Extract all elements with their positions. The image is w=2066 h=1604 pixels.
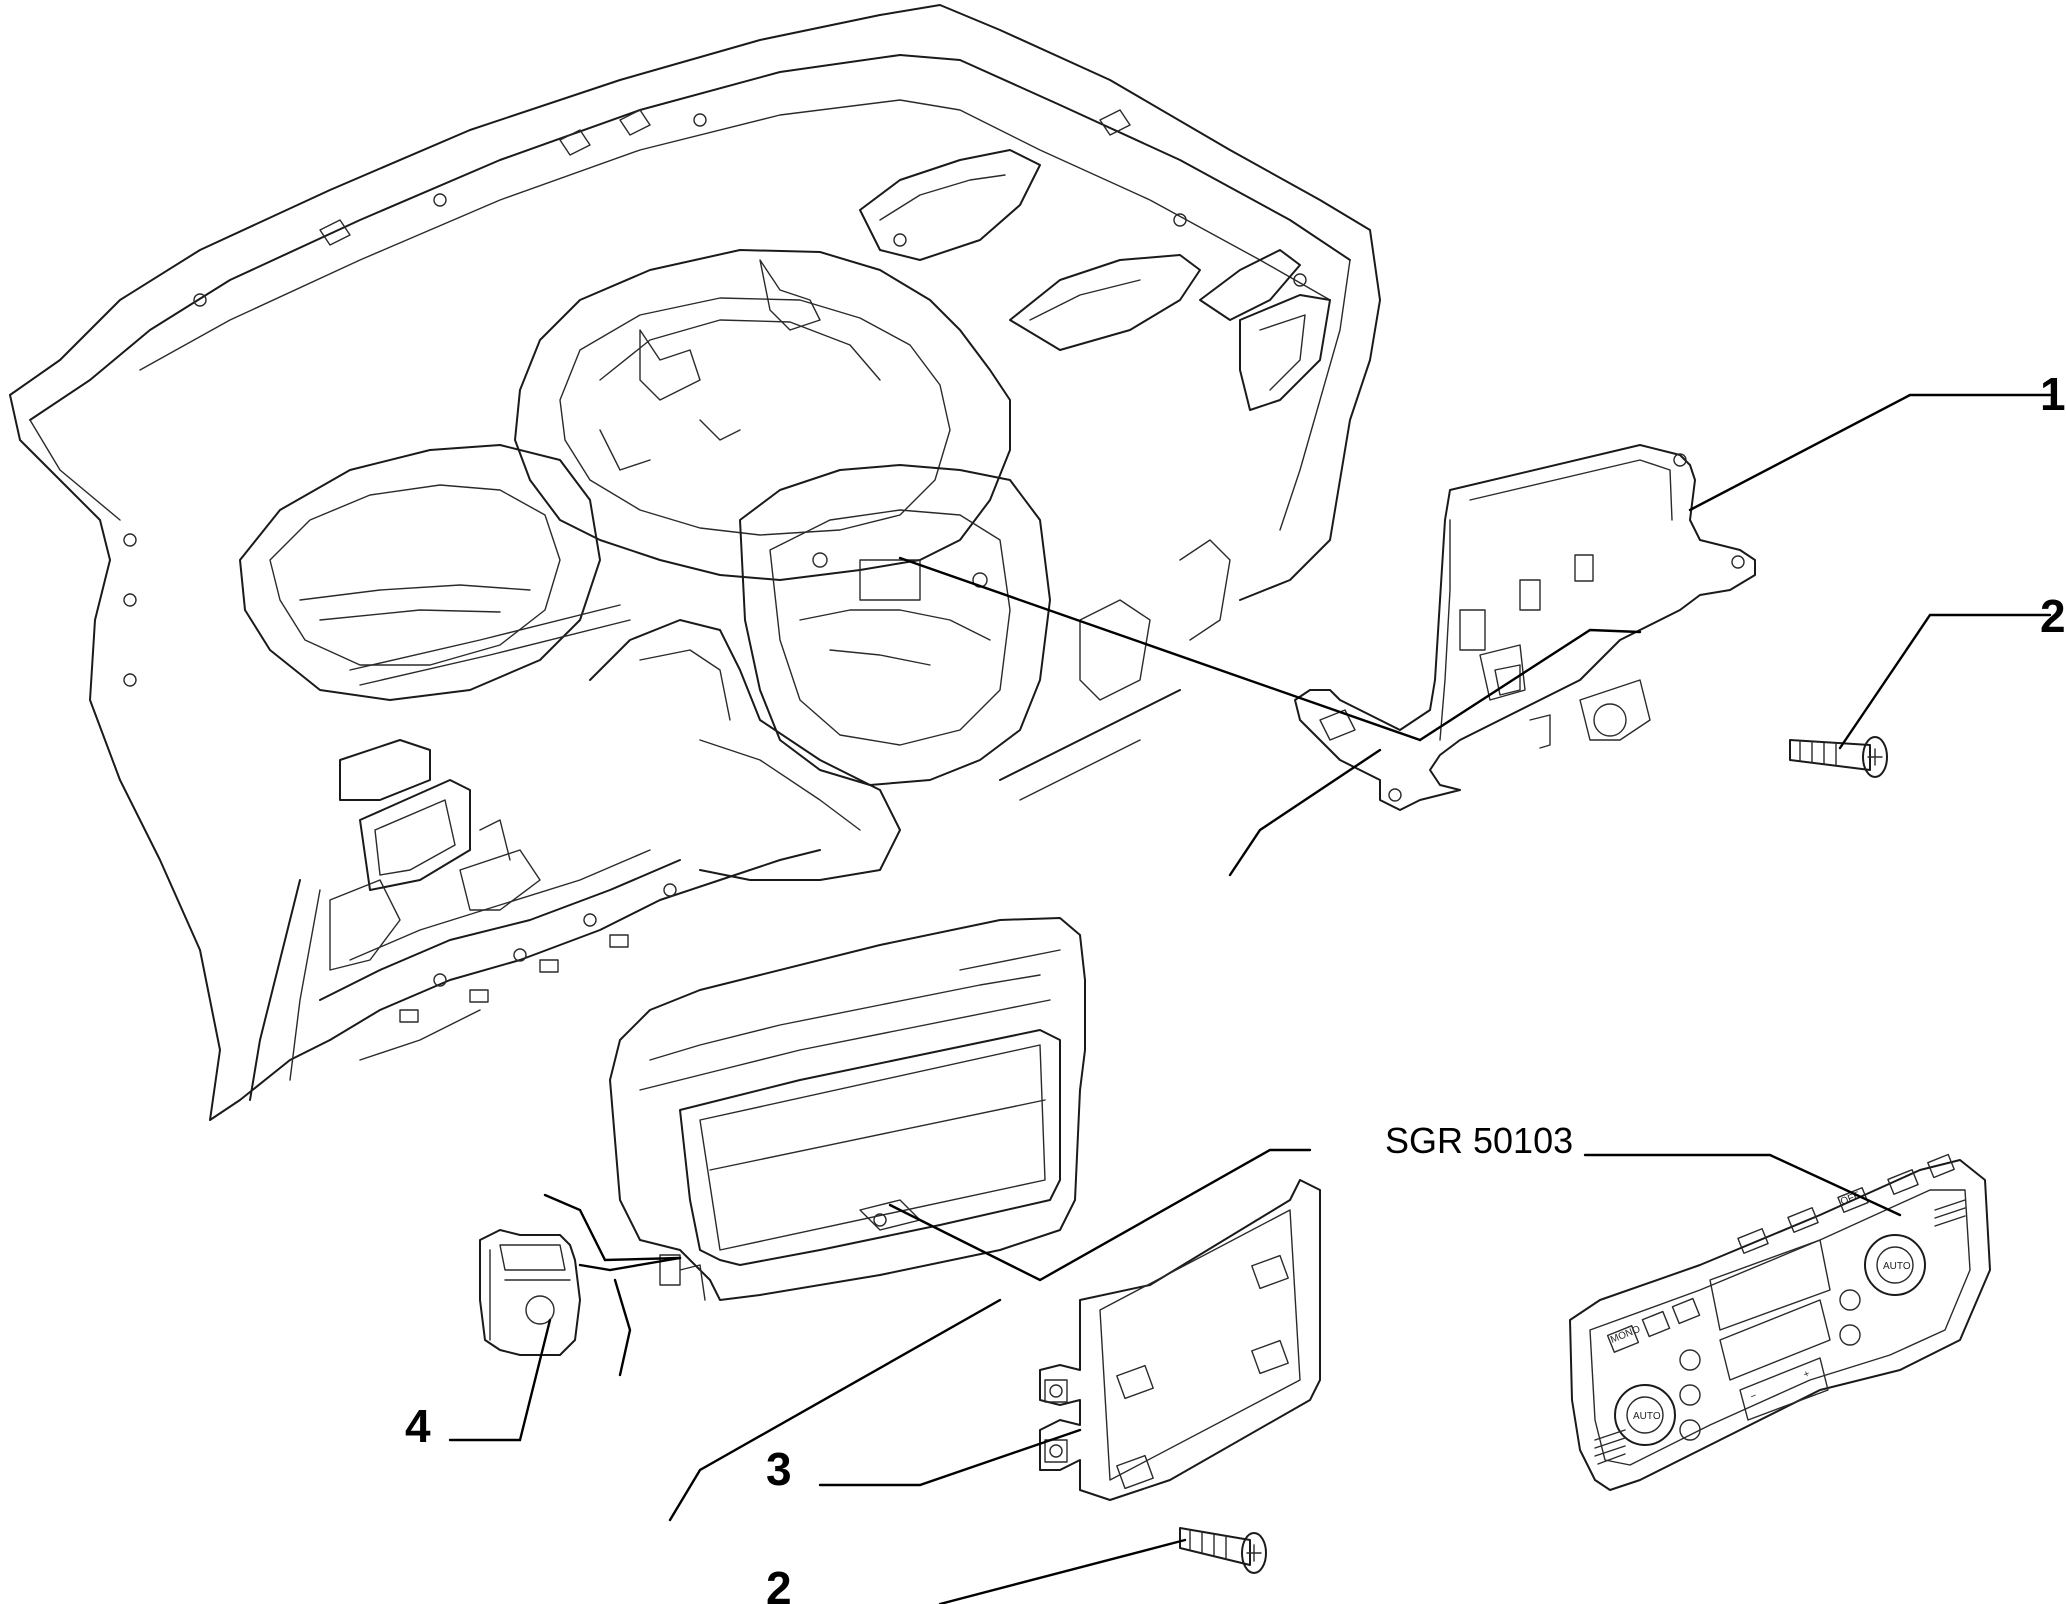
clip-part-4 (479, 1229, 581, 1356)
callout-1: 1 (2040, 368, 2066, 420)
dashboard-assembly (9, 4, 1381, 1121)
screw-part-2-top (1789, 736, 1888, 778)
minus-button-label: − (1749, 1390, 1759, 1402)
plate-part-3 (1039, 1179, 1321, 1501)
callout-2-top: 2 (2040, 590, 2066, 642)
climate-control-panel: MONO OFF AUTO AUTO − + (1569, 1153, 1991, 1491)
callout-2-bottom: 2 (766, 1562, 792, 1604)
screw-part-2-bottom (1179, 1527, 1267, 1574)
auto-left-label: AUTO (1633, 1411, 1661, 1422)
bracket-part-1 (1294, 444, 1756, 811)
callout-3: 3 (766, 1443, 792, 1495)
auto-right-label: AUTO (1883, 1261, 1911, 1272)
callout-4: 4 (405, 1400, 431, 1452)
leader-lines (448, 393, 2052, 1604)
reference-code: SGR 50103 (1385, 1120, 1573, 1161)
plus-button-label: + (1802, 1368, 1812, 1380)
radio-housing (609, 917, 1086, 1301)
